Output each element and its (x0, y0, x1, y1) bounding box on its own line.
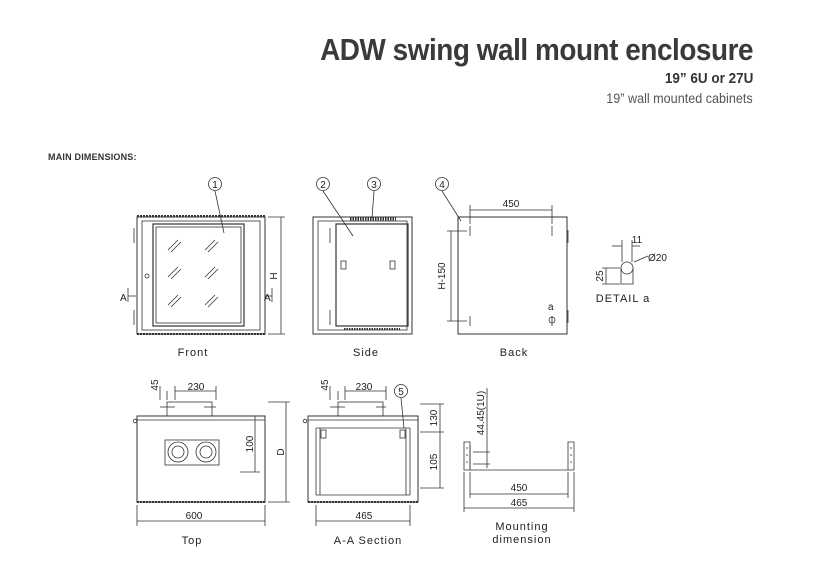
mounting-view (463, 388, 575, 512)
front-section-label-right: A (264, 293, 271, 304)
back-caption: Back (500, 347, 528, 359)
top-dim-d: D (276, 448, 287, 455)
section-view (302, 384, 444, 526)
page-subtitle-secondary: 19” wall mounted cabinets (606, 90, 753, 106)
section-dim-105: 105 (429, 453, 440, 470)
section-caption: A-A Section (334, 535, 402, 547)
top-dim-600: 600 (186, 511, 203, 522)
top-dim-100: 100 (245, 435, 256, 452)
detail-dim-25: 25 (595, 270, 606, 282)
detail-dim-11: 11 (632, 235, 643, 246)
section-dim-230: 230 (356, 382, 373, 393)
callout-2: 2 (320, 180, 326, 191)
front-section-label-left: A (120, 293, 127, 304)
back-view (435, 177, 569, 335)
back-height-dim: H-150 (437, 262, 448, 290)
detail-dim-20: Ø20 (648, 253, 667, 264)
detail-caption: DETAIL a (596, 293, 650, 305)
callout-3: 3 (371, 180, 377, 191)
front-caption: Front (178, 347, 209, 359)
back-hole-label: a (548, 302, 554, 313)
callout-1: 1 (212, 180, 218, 191)
back-width-dim: 450 (503, 199, 520, 210)
side-caption: Side (353, 347, 379, 359)
page-subtitle: 19” 6U or 27U (664, 70, 753, 87)
top-dim-230: 230 (188, 382, 205, 393)
mounting-caption-line2: dimension (492, 534, 551, 546)
side-view (312, 177, 413, 335)
top-view (132, 386, 290, 526)
mounting-dim-465: 465 (511, 498, 528, 509)
section-dim-465: 465 (356, 511, 373, 522)
section-dim-130: 130 (429, 409, 440, 426)
page-title: ADW swing wall mount enclosure (320, 32, 753, 67)
section-dim-45: 45 (320, 379, 331, 391)
top-caption: Top (182, 535, 203, 547)
mounting-dim-450: 450 (511, 483, 528, 494)
callout-5: 5 (398, 387, 404, 398)
callout-4: 4 (439, 180, 445, 191)
mounting-caption-line1: Mounting (495, 521, 548, 533)
section-label: MAIN DIMENSIONS: (48, 152, 137, 162)
front-view (127, 177, 285, 335)
detail-a (602, 240, 649, 285)
top-dim-45: 45 (150, 379, 161, 391)
front-height-label: H (269, 272, 280, 279)
mounting-dim-1u: 44.45(1U) (476, 391, 487, 435)
